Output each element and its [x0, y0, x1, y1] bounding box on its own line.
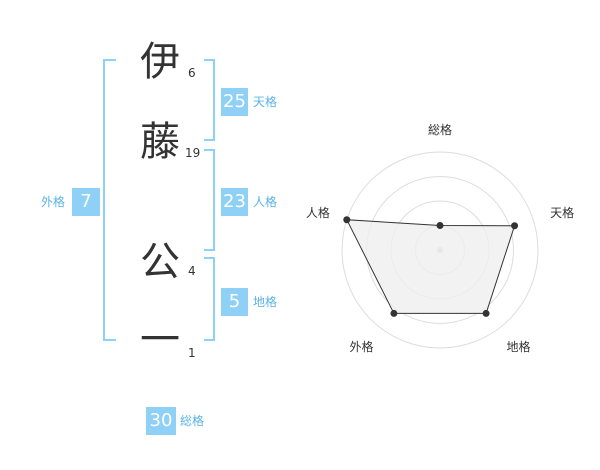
radar-axis-label-2: 地格	[507, 339, 531, 354]
kanji-3: 公	[140, 239, 180, 285]
radar-axis-label-3: 外格	[349, 339, 373, 354]
chikaku-value-badge: 5	[221, 288, 248, 316]
tenkaku-value-badge: 25	[221, 88, 248, 116]
radar-point-0	[436, 222, 444, 229]
gaikaku-value-badge: 7	[72, 188, 100, 216]
kanji-2: 藤	[140, 119, 180, 165]
jinkaku-label: 人格	[253, 195, 278, 209]
radar-axis-label-4: 人格	[306, 205, 330, 220]
radar-axis-label-0: 総格	[428, 122, 452, 137]
radar-point-3	[390, 309, 398, 317]
radar-point-4	[343, 216, 351, 224]
radar-axis-label-1: 天格	[550, 205, 574, 220]
radar-ring-4	[341, 151, 539, 349]
radar-point-2	[482, 309, 490, 317]
jinkaku-value-badge: 23	[221, 188, 248, 216]
radar-point-1	[511, 222, 519, 230]
kanji-1: 伊	[140, 39, 180, 85]
gaikaku-label: 外格	[41, 195, 66, 209]
stroke-count-4: 1	[188, 346, 196, 360]
stroke-count-2: 19	[185, 146, 201, 160]
soukaku-value-badge: 30	[146, 407, 176, 435]
stroke-count-3: 4	[188, 264, 196, 278]
kanji-4: 一	[140, 317, 180, 363]
tenkaku-label: 天格	[253, 95, 278, 109]
stroke-count-1: 6	[188, 66, 196, 80]
chikaku-label: 地格	[253, 295, 278, 309]
soukaku-label: 総格	[180, 414, 205, 428]
radar-series-polygon	[345, 219, 516, 314]
